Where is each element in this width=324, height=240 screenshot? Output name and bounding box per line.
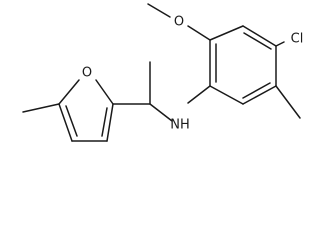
bond-furan-c3-c2	[106, 103, 114, 142]
bond-furan-methyl	[22, 103, 60, 113]
bond-ring-a1-a2	[209, 25, 244, 41]
bond-ring-a4-a5	[242, 85, 277, 105]
bond-ring-a4-a5-double	[242, 82, 271, 99]
bond-ring-chlorine	[275, 41, 285, 47]
bond-methoxy-methyl	[147, 3, 171, 18]
bond-furan-c2-o	[95, 79, 114, 105]
bond-ring-methyl	[275, 85, 301, 119]
molecule-structure: O Cl NH O	[22, 3, 304, 142]
bond-furan-c5-c4	[58, 103, 73, 142]
atom-label-oxygen-furan: O	[82, 66, 92, 81]
bond-furan-c5-c4-double	[65, 105, 78, 137]
bond-ring-a5-a6	[209, 85, 244, 105]
bond-furan-c3-c2-double	[101, 107, 108, 137]
bond-ring-nitrogen	[187, 85, 211, 104]
atom-label-oxygen-methoxy: O	[174, 15, 184, 30]
bond-furan-o-c5	[58, 79, 80, 105]
bond-ring-a2-a3	[242, 25, 277, 47]
bond-methoxy-oxygen-ring	[187, 25, 211, 41]
atom-label-nitrogen: NH	[170, 118, 190, 133]
atom-label-chlorine: Cl	[291, 32, 304, 47]
bond-nitrogen-ch	[149, 103, 173, 122]
bond-ring-a2-a3-double	[243, 32, 272, 50]
